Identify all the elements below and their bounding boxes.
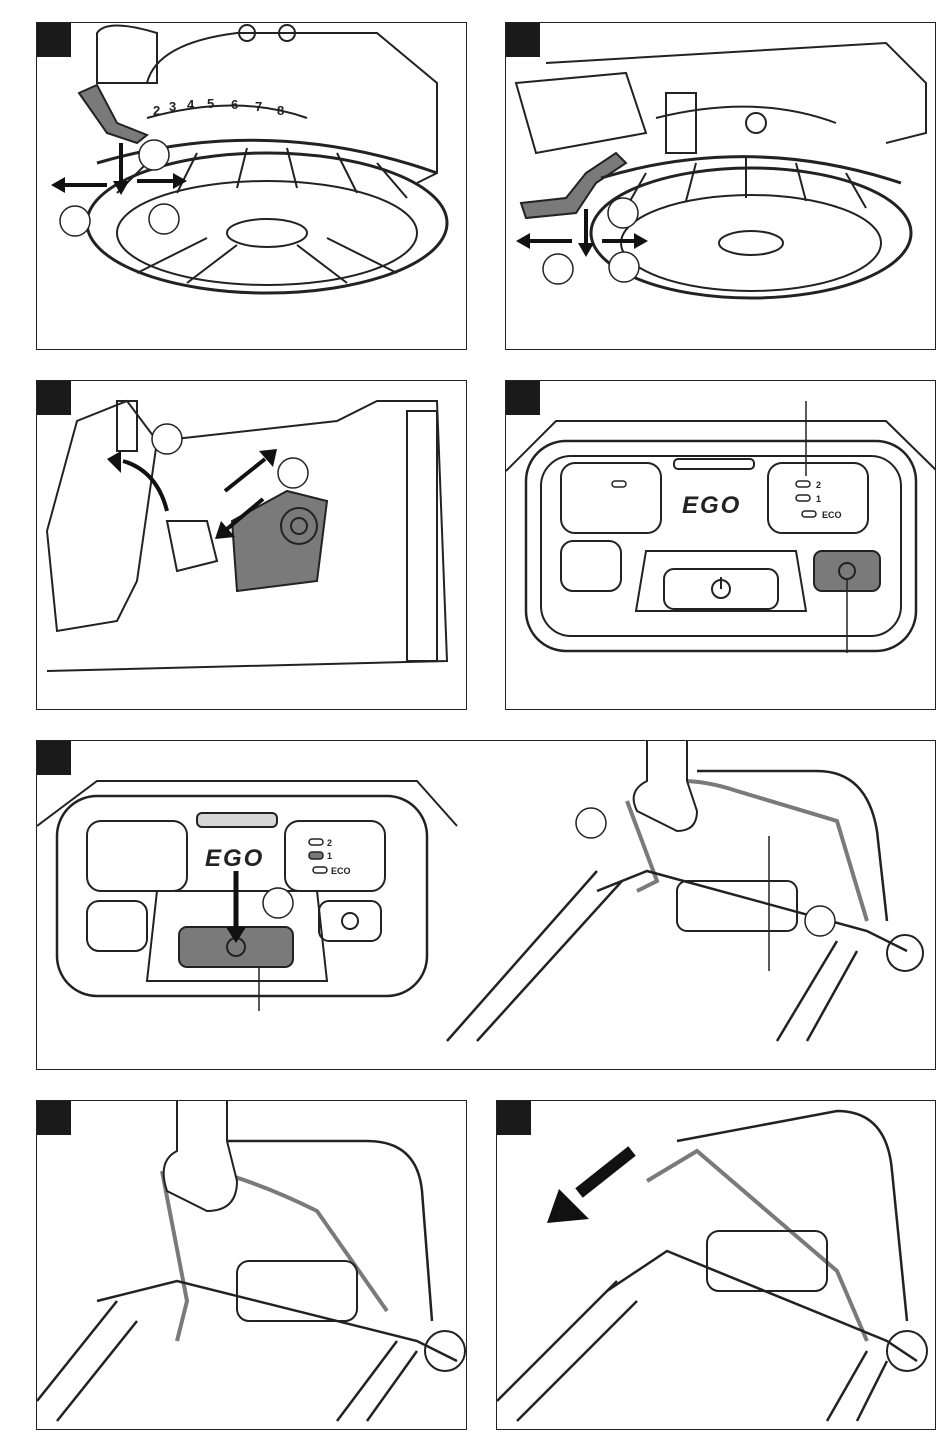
push-forward-illustration (497, 1101, 936, 1430)
speed-level-label: 1 (816, 494, 821, 504)
speed-level-label: ECO (331, 866, 351, 876)
speed-level-label: 2 (816, 480, 821, 490)
rear-lever-illustration (506, 23, 936, 350)
panel-height-lever: 2 3 4 5 6 7 8 (36, 22, 467, 350)
lever-illustration: 2 3 4 5 6 7 8 (37, 23, 467, 350)
dial-number: 2 (153, 103, 160, 118)
power-start-illustration: EGO 2 1 ECO (37, 741, 936, 1070)
ego-logo: EGO (682, 492, 741, 519)
panel-rear-lever (505, 22, 936, 350)
dial-number: 5 (207, 96, 214, 111)
panel-push-forward (496, 1100, 936, 1430)
dial-number: 3 (169, 99, 176, 114)
hold-bail-illustration (37, 1101, 467, 1430)
dial-number: 6 (231, 97, 238, 112)
speed-level-label: 2 (327, 838, 332, 848)
panel-control-mode: EGO 2 1 ECO (505, 380, 936, 710)
speed-level-label: 1 (327, 851, 332, 861)
control-panel-illustration: EGO 2 1 ECO (506, 381, 936, 710)
ego-logo: EGO (205, 845, 264, 872)
panel-hold-bail (36, 1100, 467, 1430)
speed-level-label: ECO (822, 510, 842, 520)
battery-illustration (37, 381, 467, 710)
dial-number: 8 (277, 103, 284, 118)
panel-power-start: EGO 2 1 ECO (36, 740, 936, 1070)
dial-number: 7 (255, 99, 262, 114)
panel-battery-insert (36, 380, 467, 710)
dial-number: 4 (187, 97, 195, 112)
